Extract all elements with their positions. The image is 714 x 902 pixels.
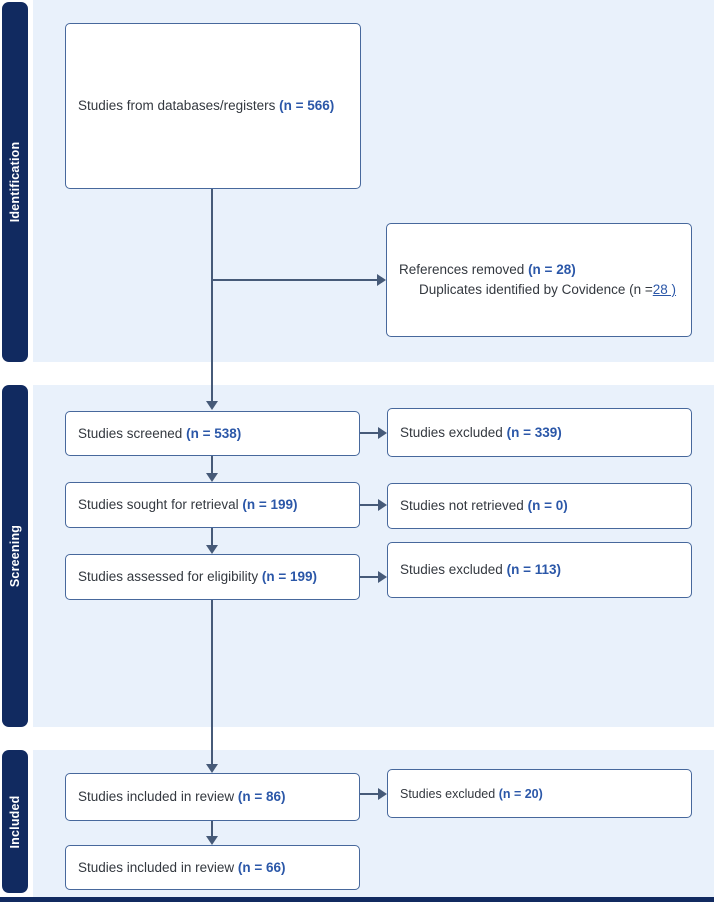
box-count: (n = 538)	[186, 425, 242, 441]
flow-box-databases: Studies from databases/registers (n = 56…	[65, 23, 361, 189]
box-text: Studies excluded (n = 113)	[400, 560, 561, 580]
box-text: Studies excluded (n = 20)	[400, 784, 543, 804]
flow-box-included-final: Studies included in review (n = 66)	[65, 845, 360, 890]
flow-box-excluded-eligibility: Studies excluded (n = 113)	[387, 542, 692, 598]
box-label: Studies excluded	[400, 786, 499, 801]
box-count: (n = 20)	[498, 786, 543, 801]
box-count: (n = 199)	[242, 497, 298, 512]
box-text: Studies from databases/registers (n = 56…	[78, 96, 334, 116]
flow-box-not-retrieved: Studies not retrieved (n = 0)	[387, 483, 692, 529]
box-count: (n = 113)	[506, 562, 561, 577]
arrow-assessed-to-excluded-line	[359, 576, 378, 578]
box-label: References removed	[399, 262, 529, 277]
arrow-included-to-final-head	[206, 836, 218, 845]
box-sublabel: Duplicates identified by Covidence (n =	[419, 282, 653, 297]
arrow-screened-to-excluded-head	[378, 427, 387, 439]
box-label: Studies assessed for eligibility	[78, 569, 262, 584]
arrow-to-references-removed-head	[377, 274, 386, 286]
flow-box-included-review: Studies included in review (n = 86)	[65, 773, 360, 821]
box-text: Studies excluded (n = 339)	[400, 423, 562, 443]
box-count: (n = 566)	[279, 98, 335, 113]
box-text: Studies not retrieved (n = 0)	[400, 496, 568, 516]
box-label: Studies excluded	[400, 424, 507, 440]
included-bar: Included	[2, 750, 28, 893]
box-count: (n = 339)	[506, 424, 562, 440]
box-text-line2: Duplicates identified by Covidence (n =2…	[399, 280, 676, 300]
arrow-screened-to-sought-line	[211, 456, 213, 473]
box-text: Studies assessed for eligibility (n = 19…	[78, 567, 317, 587]
screening-bar: Screening	[2, 385, 28, 727]
box-label: Studies included in review	[78, 859, 238, 875]
flow-box-assessed: Studies assessed for eligibility (n = 19…	[65, 554, 360, 600]
flow-box-excluded-screening: Studies excluded (n = 339)	[387, 408, 692, 457]
box-label: Studies sought for retrieval	[78, 497, 243, 512]
arrow-included-to-excluded-line	[359, 793, 378, 795]
arrow-included-to-final-line	[211, 821, 213, 836]
arrow-assessed-to-included-line	[211, 600, 213, 764]
box-count: (n = 199)	[261, 569, 317, 584]
identification-label: Identification	[8, 141, 22, 223]
arrow-databases-to-screened-head	[206, 401, 218, 410]
arrow-assessed-to-included-head	[206, 764, 218, 773]
included-label: Included	[8, 795, 22, 848]
flow-box-references-removed: References removed (n = 28) Duplicates i…	[386, 223, 692, 337]
arrow-sought-to-assessed-head	[206, 545, 218, 554]
box-label: Studies included in review	[78, 789, 238, 804]
box-count: (n = 66)	[237, 859, 286, 875]
box-count: (n = 86)	[237, 789, 286, 804]
box-count: (n = 0)	[527, 498, 568, 513]
identification-bar: Identification	[2, 2, 28, 362]
flow-box-excluded-review: Studies excluded (n = 20)	[387, 769, 692, 818]
flow-box-sought: Studies sought for retrieval (n = 199)	[65, 482, 360, 528]
box-text-line1: References removed (n = 28)	[399, 260, 576, 280]
box-count: (n = 28)	[528, 262, 576, 277]
screening-label: Screening	[8, 524, 22, 588]
box-label: Studies from databases/registers	[78, 98, 280, 113]
box-text: Studies screened (n = 538)	[78, 424, 241, 444]
arrow-assessed-to-excluded-head	[378, 571, 387, 583]
arrow-to-references-removed-line	[211, 279, 377, 281]
box-text: Studies included in review (n = 86)	[78, 787, 285, 807]
box-label: Studies not retrieved	[400, 498, 528, 513]
arrow-sought-to-assessed-line	[211, 528, 213, 545]
arrow-included-to-excluded-head	[378, 788, 387, 800]
arrow-sought-to-notretrieved-line	[359, 504, 378, 506]
box-text: Studies sought for retrieval (n = 199)	[78, 495, 298, 515]
box-label: Studies excluded	[400, 562, 507, 577]
box-text: Studies included in review (n = 66)	[78, 858, 285, 878]
arrow-screened-to-sought-head	[206, 473, 218, 482]
flow-box-screened: Studies screened (n = 538)	[65, 411, 360, 456]
arrow-sought-to-notretrieved-head	[378, 499, 387, 511]
bottom-section-edge	[0, 897, 714, 902]
duplicates-count-link[interactable]: 28 )	[652, 282, 677, 297]
box-label: Studies screened	[78, 425, 187, 441]
arrow-screened-to-excluded-line	[359, 432, 378, 434]
arrow-databases-to-screened-line	[211, 189, 213, 401]
